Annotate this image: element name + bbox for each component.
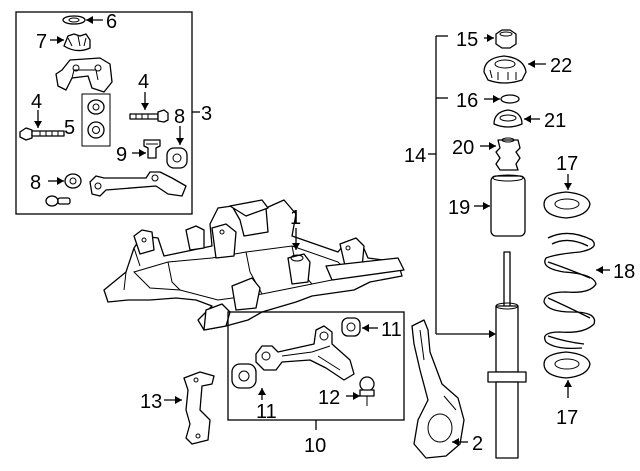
callout-19: 19	[448, 197, 470, 219]
part-9-stop[interactable]	[143, 139, 161, 159]
callout-16-arrow	[484, 95, 500, 103]
callout-8-upper: 8	[174, 106, 185, 128]
callout-2-arrow	[452, 438, 468, 446]
callout-16: 16	[456, 90, 478, 112]
mount-pin	[45, 195, 71, 207]
part-11-bushing-lower[interactable]	[231, 363, 257, 389]
callout-1: 1	[290, 207, 301, 229]
callout-8b-arrow	[176, 126, 184, 145]
callout-8-lower: 8	[30, 172, 41, 194]
part-21-bearing[interactable]	[493, 109, 523, 128]
part-17-upper-spring-seat[interactable]	[543, 191, 591, 219]
callout-7: 7	[36, 31, 47, 53]
strut-shock-absorber	[487, 251, 527, 459]
part-16-o-ring[interactable]	[500, 94, 520, 104]
part-19-dust-boot[interactable]	[490, 174, 526, 237]
callout-8a-arrow	[48, 177, 64, 185]
callout-18: 18	[613, 261, 635, 283]
mount-link-arm	[89, 171, 187, 197]
callout-14: 14	[404, 145, 426, 167]
callout-22-arrow	[528, 60, 546, 68]
part-2-steering-knuckle[interactable]	[411, 319, 465, 459]
part-5-bushing-set[interactable]	[81, 93, 111, 147]
callout-20-arrow	[480, 142, 496, 150]
callout-19-arrow	[474, 202, 490, 210]
callout-15-arrow	[484, 34, 494, 42]
callout-9: 9	[116, 144, 127, 166]
part-4-bolt-right[interactable]	[129, 109, 169, 123]
callout-11b-arrow	[258, 388, 266, 400]
callout-21: 21	[544, 110, 566, 132]
callout-22: 22	[550, 55, 572, 77]
callout-17b-arrow	[564, 380, 572, 398]
part-3-mount-bracket[interactable]	[55, 57, 113, 93]
callout-15: 15	[456, 29, 478, 51]
callout-12: 12	[318, 387, 340, 409]
callout-4-left: 4	[31, 91, 42, 113]
part-18-coil-spring[interactable]	[543, 232, 597, 350]
callout-11-upper: 11	[381, 319, 402, 341]
callout-4b-arrow	[141, 92, 149, 110]
part-15-nut[interactable]	[495, 29, 517, 49]
callout-21-arrow	[524, 115, 540, 123]
callout-17a-arrow	[564, 174, 572, 190]
callout-17-upper: 17	[556, 153, 578, 175]
part-11-bushing-upper[interactable]	[341, 317, 361, 337]
callout-12-arrow	[346, 392, 360, 400]
part-20-bump-stop[interactable]	[495, 137, 521, 171]
callout-1-arrow	[292, 228, 300, 250]
part-17-lower-spring-seat[interactable]	[543, 351, 591, 379]
callout-17-lower: 17	[556, 407, 578, 429]
mount-parts-inset-box	[15, 11, 193, 215]
callout-3: 3	[201, 103, 212, 125]
strut-assembly-bracket	[428, 35, 496, 338]
callout-11a-arrow	[362, 324, 378, 332]
callout-4-right: 4	[138, 71, 149, 93]
part-10-lower-control-arm[interactable]	[255, 325, 355, 381]
callout-20: 20	[452, 137, 474, 159]
callout-13: 13	[140, 391, 162, 413]
part-4-bolt-left[interactable]	[19, 127, 65, 141]
part-12-ball-joint[interactable]	[359, 376, 375, 406]
callout-18-arrow	[596, 266, 610, 274]
part-13-bracket[interactable]	[183, 371, 215, 445]
callout-4a-arrow	[34, 110, 42, 128]
part-7-upper-mount[interactable]	[63, 33, 91, 52]
callout-2: 2	[472, 433, 483, 455]
callout-6-arrow	[86, 16, 103, 24]
part-6-washer[interactable]	[62, 15, 86, 25]
callout-5: 5	[64, 117, 75, 139]
callout-11-lower: 11	[256, 401, 277, 423]
part-1-front-cradle[interactable]	[103, 199, 405, 331]
callout-13-arrow	[164, 396, 182, 404]
callout-9-arrow	[132, 149, 146, 157]
callout-10: 10	[304, 435, 326, 457]
callout-6: 6	[106, 11, 117, 33]
part-8-bushing-left[interactable]	[64, 173, 82, 189]
part-22-strut-mount[interactable]	[483, 55, 527, 84]
callout-7-arrow	[50, 36, 64, 44]
part-8-bushing-right[interactable]	[166, 147, 188, 169]
